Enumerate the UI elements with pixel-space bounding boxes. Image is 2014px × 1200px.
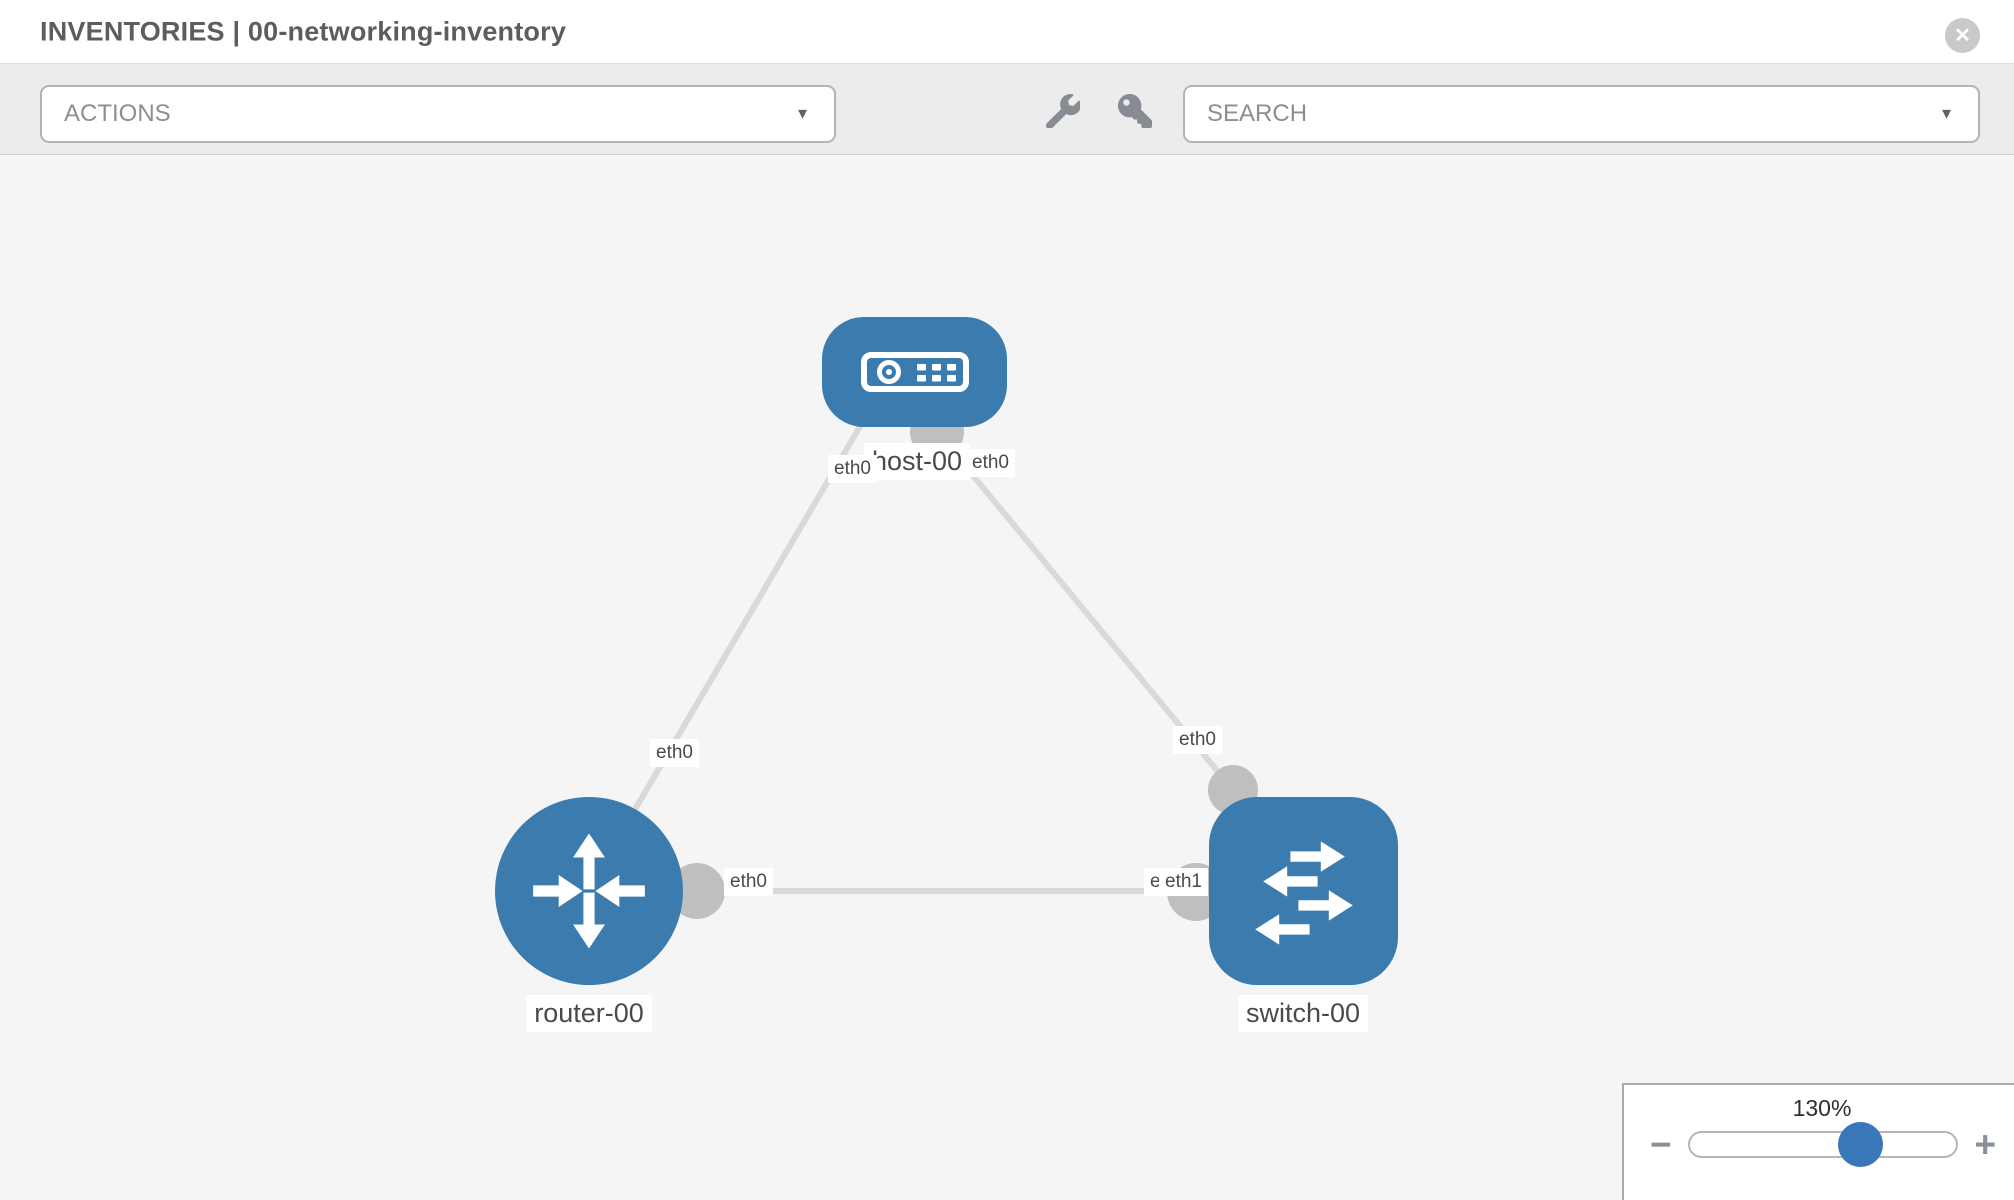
links-layer <box>624 405 1258 921</box>
header-bar: INVENTORIES | 00-networking-inventory ✕ <box>0 0 2014 63</box>
zoom-slider-thumb[interactable] <box>1838 1122 1884 1167</box>
node-switch-00[interactable] <box>1209 797 1398 985</box>
if-label-switch-eth1-to-router: eth1 <box>1159 868 1208 896</box>
search-dropdown[interactable]: SEARCH ▼ <box>1183 85 1980 143</box>
zoom-slider-track[interactable] <box>1687 1122 1959 1167</box>
if-label-host-eth0-to-switch: eth0 <box>966 449 1015 477</box>
if-label-router-eth0-to-switch: eth0 <box>724 868 773 896</box>
if-label-host-eth0-to-router: eth0 <box>828 455 877 483</box>
toolbar: ACTIONS ▼ SEARCH ▼ <box>0 63 2014 155</box>
actions-dropdown[interactable]: ACTIONS ▼ <box>40 85 836 143</box>
node-router-00[interactable] <box>495 797 683 985</box>
actions-dropdown-label: ACTIONS <box>64 100 171 127</box>
close-icon[interactable]: ✕ <box>1945 18 1980 53</box>
node-label-host: host-00 <box>863 443 971 481</box>
zoom-level-value: 130% <box>1792 1095 1852 1121</box>
close-glyph: ✕ <box>1954 24 1971 47</box>
zoom-in-button[interactable]: + <box>1974 1124 1996 1165</box>
host-icon <box>860 352 969 392</box>
zoom-panel: 130% − + <box>1622 1083 2014 1200</box>
router-icon <box>533 833 645 949</box>
topology-canvas[interactable]: host-00 router-00 switch-00 eth0 eth0 et… <box>0 155 2014 1200</box>
if-label-overlap-group: eth0 eth1 <box>1144 868 1234 896</box>
search-dropdown-label: SEARCH <box>1207 100 1308 127</box>
node-label-router: router-00 <box>526 995 652 1033</box>
switch-icon <box>1254 841 1353 945</box>
wrench-icon[interactable] <box>1046 94 1080 128</box>
chevron-down-icon: ▼ <box>795 105 810 123</box>
if-label-router-eth0-to-host: eth0 <box>650 739 699 767</box>
page-title: INVENTORIES | 00-networking-inventory <box>40 16 567 46</box>
node-label-switch: switch-00 <box>1237 995 1369 1033</box>
zoom-out-button[interactable]: − <box>1650 1124 1672 1165</box>
chevron-down-icon: ▼ <box>1939 105 1954 123</box>
port-router-eth0 <box>669 863 725 919</box>
node-host-00[interactable] <box>822 317 1007 427</box>
if-label-switch-eth0-to-host: eth0 <box>1173 726 1222 754</box>
key-icon[interactable] <box>1118 94 1152 128</box>
